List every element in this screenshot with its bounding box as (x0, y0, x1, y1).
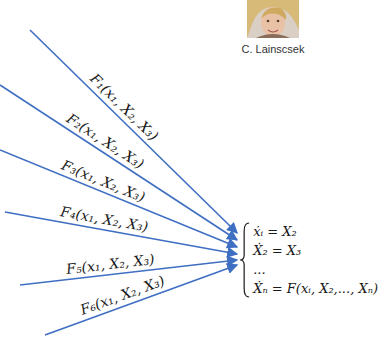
system-brace (240, 223, 249, 297)
equation-line: Ẋₙ = F(xᵢ, X₂,..., Xₙ) (253, 281, 378, 296)
equation-line: ẋᵢ = X₂ (253, 224, 297, 239)
input-arrow (30, 30, 237, 233)
function-label: F₅(x₁, X₂, X₃) (65, 251, 155, 277)
portrait-photo (247, 0, 299, 38)
equation-line: Ẋ₂ = X₃ (253, 243, 301, 258)
photo-caption: C. Lainscsek (242, 43, 305, 55)
ellipsis: ... (253, 262, 265, 277)
